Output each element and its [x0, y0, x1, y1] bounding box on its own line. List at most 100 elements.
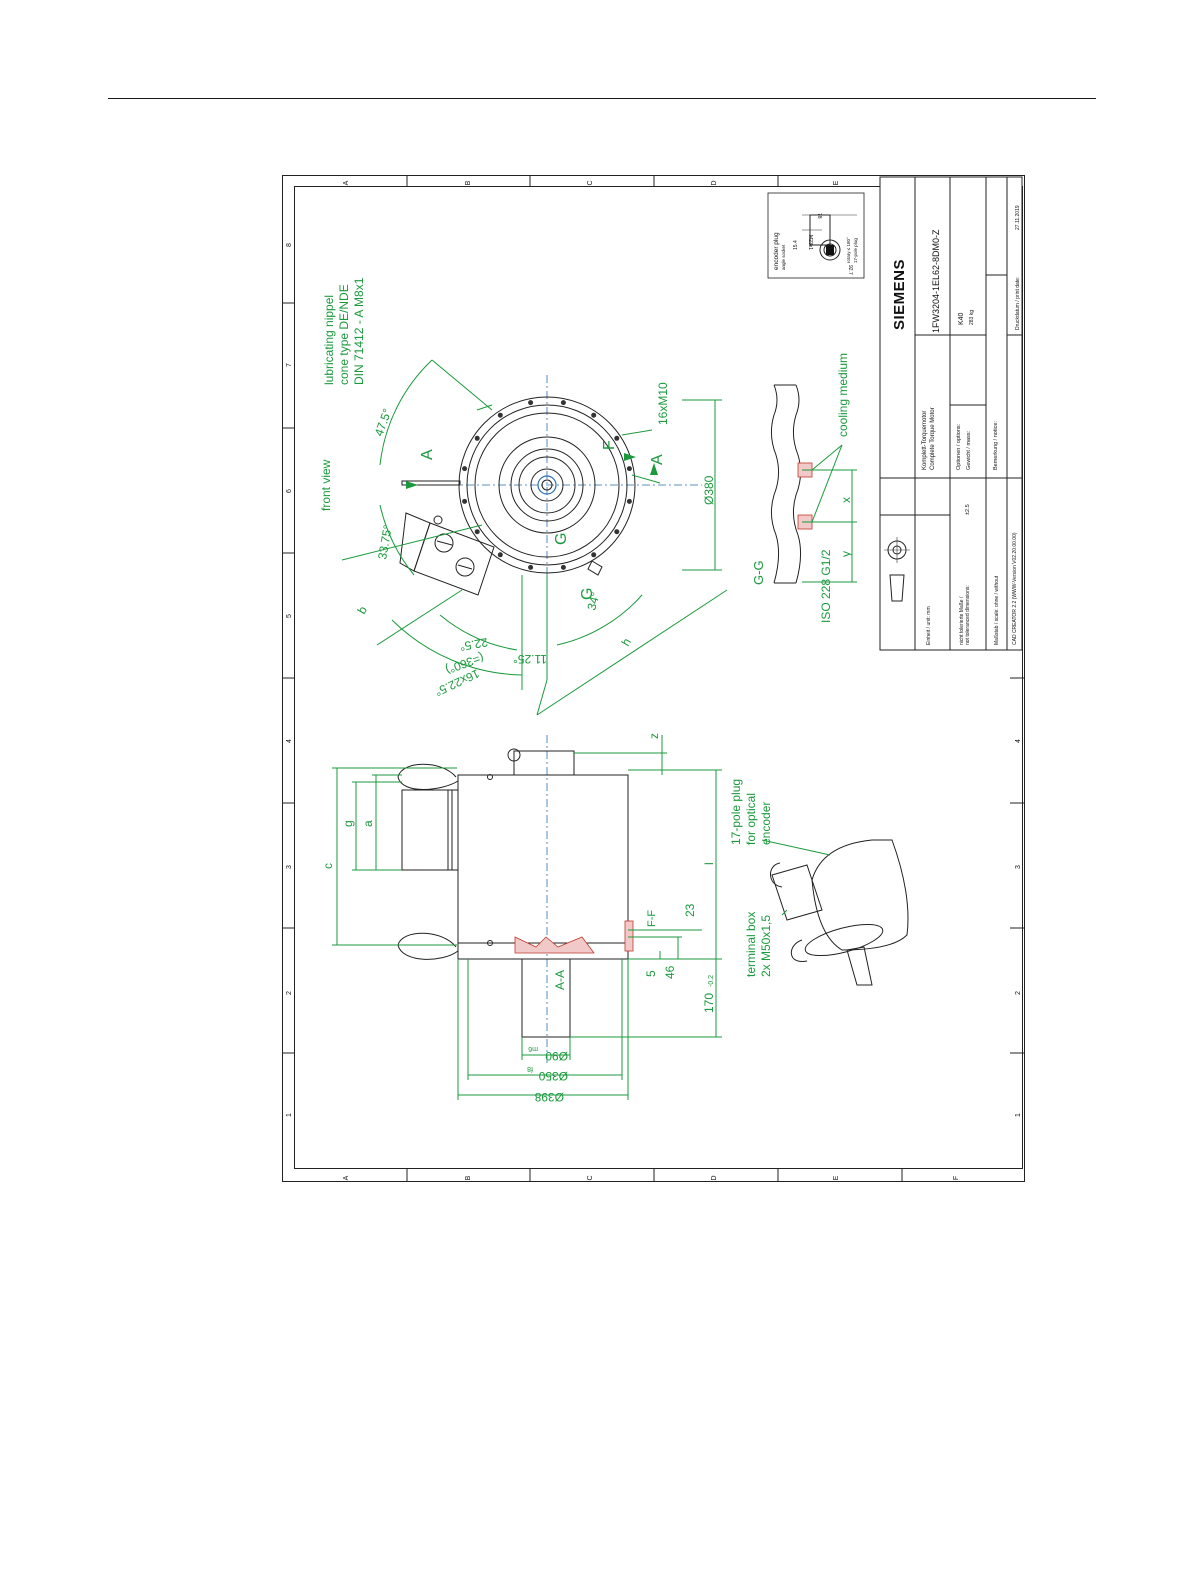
- grid-number-4: 4: [286, 739, 293, 743]
- grid-letter-top-d: D: [711, 180, 718, 185]
- dim-x: x: [839, 497, 853, 503]
- grid-letter-top-b: B: [465, 180, 472, 185]
- section-marker-a-left: A: [419, 449, 436, 460]
- terminal-note-line-2: 2x M50x1,5: [759, 915, 773, 977]
- iso-thread-label: ISO 228 G1/2: [819, 549, 833, 623]
- encoder-dim-m23: M23x1: [807, 235, 813, 250]
- section-g-g-title: G-G: [751, 560, 766, 585]
- tolerance-value: ±2.5: [965, 504, 971, 515]
- encoder-rotation-note: rotary ≤ 180°: [846, 237, 851, 263]
- dia-90: Ø90: [545, 1049, 568, 1063]
- mass-value: 283 kg: [969, 310, 975, 325]
- mass-label: Gewicht / mass:: [966, 430, 972, 470]
- dia-350-fit: f8: [527, 1065, 533, 1072]
- cad-creator-label: CAD CREATOR 2.2 (WWW-Version V02.20.00.0…: [1012, 532, 1018, 645]
- dim-y: y: [839, 551, 853, 557]
- print-date-label: Druckdatum / print date:: [1015, 277, 1021, 330]
- print-date-value: 27.11.2019: [1015, 205, 1021, 230]
- grid-number-3: 3: [286, 865, 293, 869]
- nipple-note-line-3: DIN 71412 - A M8x1: [352, 277, 366, 385]
- order-number: 1FW3204-1EL62-8DM0-Z: [931, 229, 941, 333]
- plug-note-line-3: encoder: [759, 802, 773, 845]
- side-view: c g a z l F-F 23 5 46 170 -0.2 A-A Ø90 m…: [321, 733, 722, 1104]
- grid-letter-top-a: A: [343, 180, 350, 185]
- bolt-hole: [462, 498, 468, 504]
- title-block: SIEMENS 1FW3204-1EL62-8DM0-Z Komplett-To…: [879, 176, 1023, 651]
- grid-letter-bottom-b: B: [465, 1175, 472, 1180]
- plug-note-line-2: for optical: [744, 793, 758, 845]
- bolt-hole: [591, 552, 597, 558]
- angle-34: 34°: [584, 590, 602, 611]
- product-name-de: Komplett-Torquemotor: [922, 411, 928, 470]
- front-view-title: front view: [319, 459, 333, 511]
- dim-c: c: [321, 863, 335, 869]
- bolt-circle-380: Ø380: [702, 475, 716, 505]
- drawing-sheet: A B C D E A B C D E F 8 7 6 5 4 3 2 1 4 …: [282, 175, 1025, 1182]
- bolt-hole: [528, 564, 534, 570]
- encoder-plug-detail: encoder plug angle socket M23x1 78 92.7 …: [767, 192, 865, 279]
- projection-symbol: [884, 537, 910, 602]
- options-value: K40: [958, 312, 965, 325]
- tolerance-label-1: nicht tolerierte Maße /: [959, 596, 965, 645]
- encoder-dim-15-4: 15.4: [793, 240, 799, 250]
- tolerance-label-2: not toleranced dimensions:: [965, 585, 971, 645]
- grid-number-1: 1: [286, 1113, 293, 1117]
- options-label: Optionen / options:: [956, 423, 962, 470]
- dim-23: 23: [683, 903, 697, 917]
- dim-46: 46: [663, 965, 677, 979]
- bolt-hole: [474, 529, 480, 535]
- page-header-rule: [108, 98, 1096, 99]
- section-marker-a-right: A: [649, 454, 666, 465]
- bolt-hole: [626, 498, 632, 504]
- encoder-dim-78: 78: [816, 213, 822, 219]
- grid-number-7: 7: [286, 363, 293, 367]
- product-name-en: Complete Torque Motor: [930, 407, 936, 470]
- bolt-hole: [591, 412, 597, 418]
- angle-33-75: 33.75°: [375, 524, 395, 561]
- terminal-note-line-1: terminal box: [744, 912, 758, 977]
- grid-ticks: [282, 175, 1025, 1182]
- grid-number-6: 6: [286, 489, 293, 493]
- bolt-hole: [497, 412, 503, 418]
- encoder-pole-note: 17-pole plug: [853, 238, 858, 263]
- section-f-f-label: F-F: [646, 910, 658, 927]
- grid-letter-bottom-e: E: [833, 1175, 840, 1180]
- dim-g: g: [341, 820, 355, 827]
- grid-letter-top-e: E: [833, 180, 840, 185]
- grid-number-right-3: 3: [1015, 865, 1022, 869]
- angle-22-5: 22.5°: [459, 635, 489, 654]
- plug-note-line-1: 17-pole plug: [729, 779, 743, 845]
- encoder-plug-title: encoder plug: [773, 232, 780, 270]
- bolt-holes: [462, 400, 632, 570]
- dim-z: z: [647, 733, 661, 739]
- bolt-hole: [497, 552, 503, 558]
- section-marker-g-lower: G: [579, 588, 596, 600]
- dia-398: Ø398: [534, 1090, 564, 1104]
- dim-a: a: [361, 820, 375, 827]
- bolt-hole: [614, 435, 620, 441]
- bolt-hole: [462, 466, 468, 472]
- encoder-dim-92-7: 92.7: [847, 265, 853, 275]
- section-g-g: cooling medium x y G-G ISO 228 G1/2: [751, 353, 857, 623]
- cooling-medium-label: cooling medium: [836, 353, 850, 437]
- nipple-note-line-2: cone type DE/NDE: [337, 284, 351, 385]
- dim-170-tolerance: -0.2: [708, 975, 715, 987]
- grid-letter-top-c: C: [587, 180, 594, 185]
- holes-16xm10: 16xM10: [656, 382, 670, 425]
- grid-letter-bottom-f: F: [953, 1176, 960, 1180]
- bolt-hole: [626, 466, 632, 472]
- dim-l: l: [702, 862, 716, 865]
- encoder-plug-subtitle: angle socket: [781, 244, 786, 270]
- isometric-view: 17-pole plug for optical encoder termina…: [729, 779, 909, 986]
- angle-11-25: 11.25°: [513, 652, 547, 666]
- grid-number-right-4: 4: [1015, 739, 1022, 743]
- grid-number-5: 5: [286, 614, 293, 618]
- scale-label: Maßstab / scale: ohne / without: [994, 575, 1000, 645]
- section-marker-g-upper: G: [553, 533, 570, 545]
- grid-letter-bottom-a: A: [343, 1175, 350, 1180]
- section-marker-f: F: [601, 440, 618, 450]
- nipple-note-line-1: lubricating nippel: [322, 295, 336, 385]
- bolt-hole: [560, 400, 566, 406]
- dia-350: Ø350: [538, 1069, 568, 1083]
- unit-label: Einheit / unit: mm: [926, 606, 932, 645]
